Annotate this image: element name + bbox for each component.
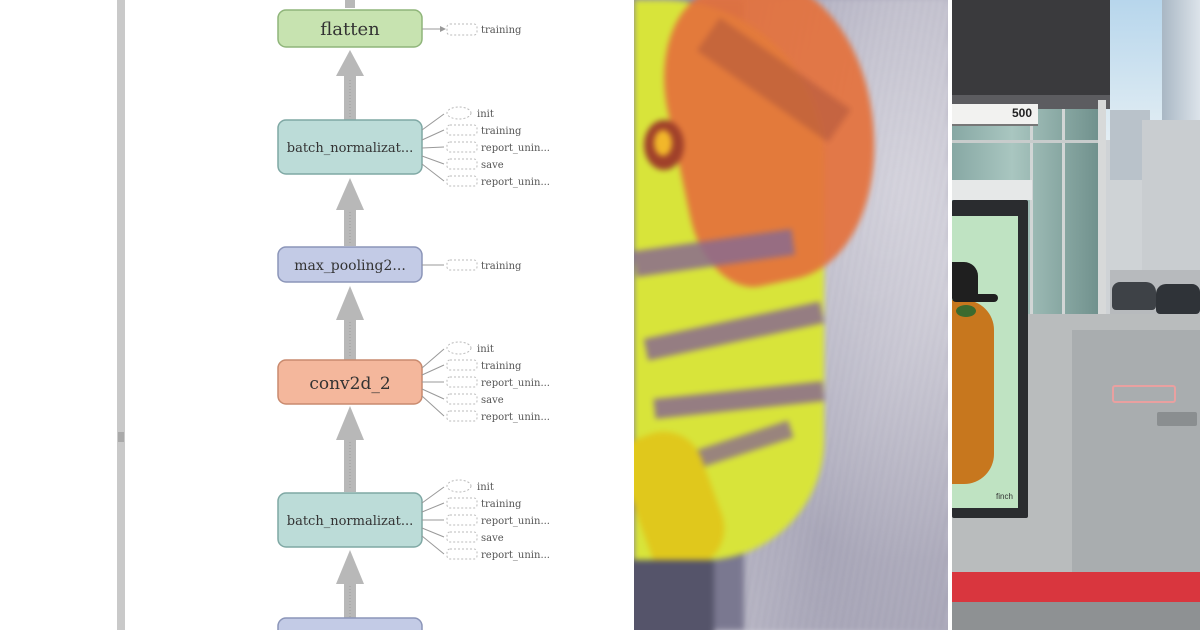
side-label-init: init xyxy=(477,482,494,493)
node-label: max_pooling2... xyxy=(294,258,406,274)
node-max-pooling[interactable]: max_pooling2... xyxy=(277,246,423,283)
node-conv2d-2[interactable]: conv2d_2 xyxy=(277,359,423,405)
side-label-training: training xyxy=(481,261,522,272)
toy-figure-image xyxy=(634,0,948,630)
side-label-report: report_unin... xyxy=(481,143,550,154)
side-label-report: report_unin... xyxy=(481,550,550,561)
side-label-training: training xyxy=(481,126,522,137)
side-label-report: report_unin... xyxy=(481,177,550,188)
side-output-group xyxy=(421,479,478,560)
side-label-training: training xyxy=(481,361,522,372)
side-label-save: save xyxy=(481,395,504,406)
graph-panel: flatten training batch_normalizat... ini… xyxy=(117,0,550,630)
kiosk-brand: finch xyxy=(996,492,1013,501)
side-output-group: training xyxy=(422,23,522,36)
parked-car xyxy=(1156,284,1200,314)
node-label: batch_normalizat... xyxy=(287,141,413,156)
node-partial-bottom[interactable] xyxy=(277,617,423,630)
node-label: conv2d_2 xyxy=(309,374,390,394)
node-batch-normalization-lower[interactable]: batch_normalizat... xyxy=(277,492,423,548)
side-label-report: report_unin... xyxy=(481,412,550,423)
scroll-bar-handle-icon[interactable] xyxy=(118,432,124,442)
side-label-report: report_unin... xyxy=(481,516,550,527)
side-label-training: training xyxy=(481,25,522,36)
red-curb xyxy=(952,572,1200,602)
side-label-report: report_unin... xyxy=(481,378,550,389)
street-photo-panel: 500 finch xyxy=(952,0,1200,630)
address-awning xyxy=(952,104,1038,126)
node-batch-normalization-upper[interactable]: batch_normalizat... xyxy=(277,119,423,175)
building-number: 500 xyxy=(1012,106,1033,120)
node-label: flatten xyxy=(320,19,380,40)
side-label-save: save xyxy=(481,533,504,544)
building xyxy=(952,0,1110,95)
side-output-group xyxy=(421,341,478,422)
edge-arrows xyxy=(336,0,364,620)
side-output-group: training xyxy=(422,259,522,272)
side-label-init: init xyxy=(477,344,494,355)
bowler-hat-icon xyxy=(952,262,978,298)
side-output-group xyxy=(421,106,478,187)
parked-car xyxy=(1112,282,1156,310)
node-flatten[interactable]: flatten xyxy=(277,9,423,48)
side-label-save: save xyxy=(481,160,504,171)
poster-figure xyxy=(952,300,994,484)
graph-diagram: flatten training batch_normalizat... ini… xyxy=(117,0,550,630)
node-label: batch_normalizat... xyxy=(287,514,413,529)
left-scroll-bar[interactable] xyxy=(117,0,125,630)
closeup-photo-panel xyxy=(634,0,948,630)
side-label-training: training xyxy=(481,499,522,510)
side-label-init: init xyxy=(477,109,494,120)
